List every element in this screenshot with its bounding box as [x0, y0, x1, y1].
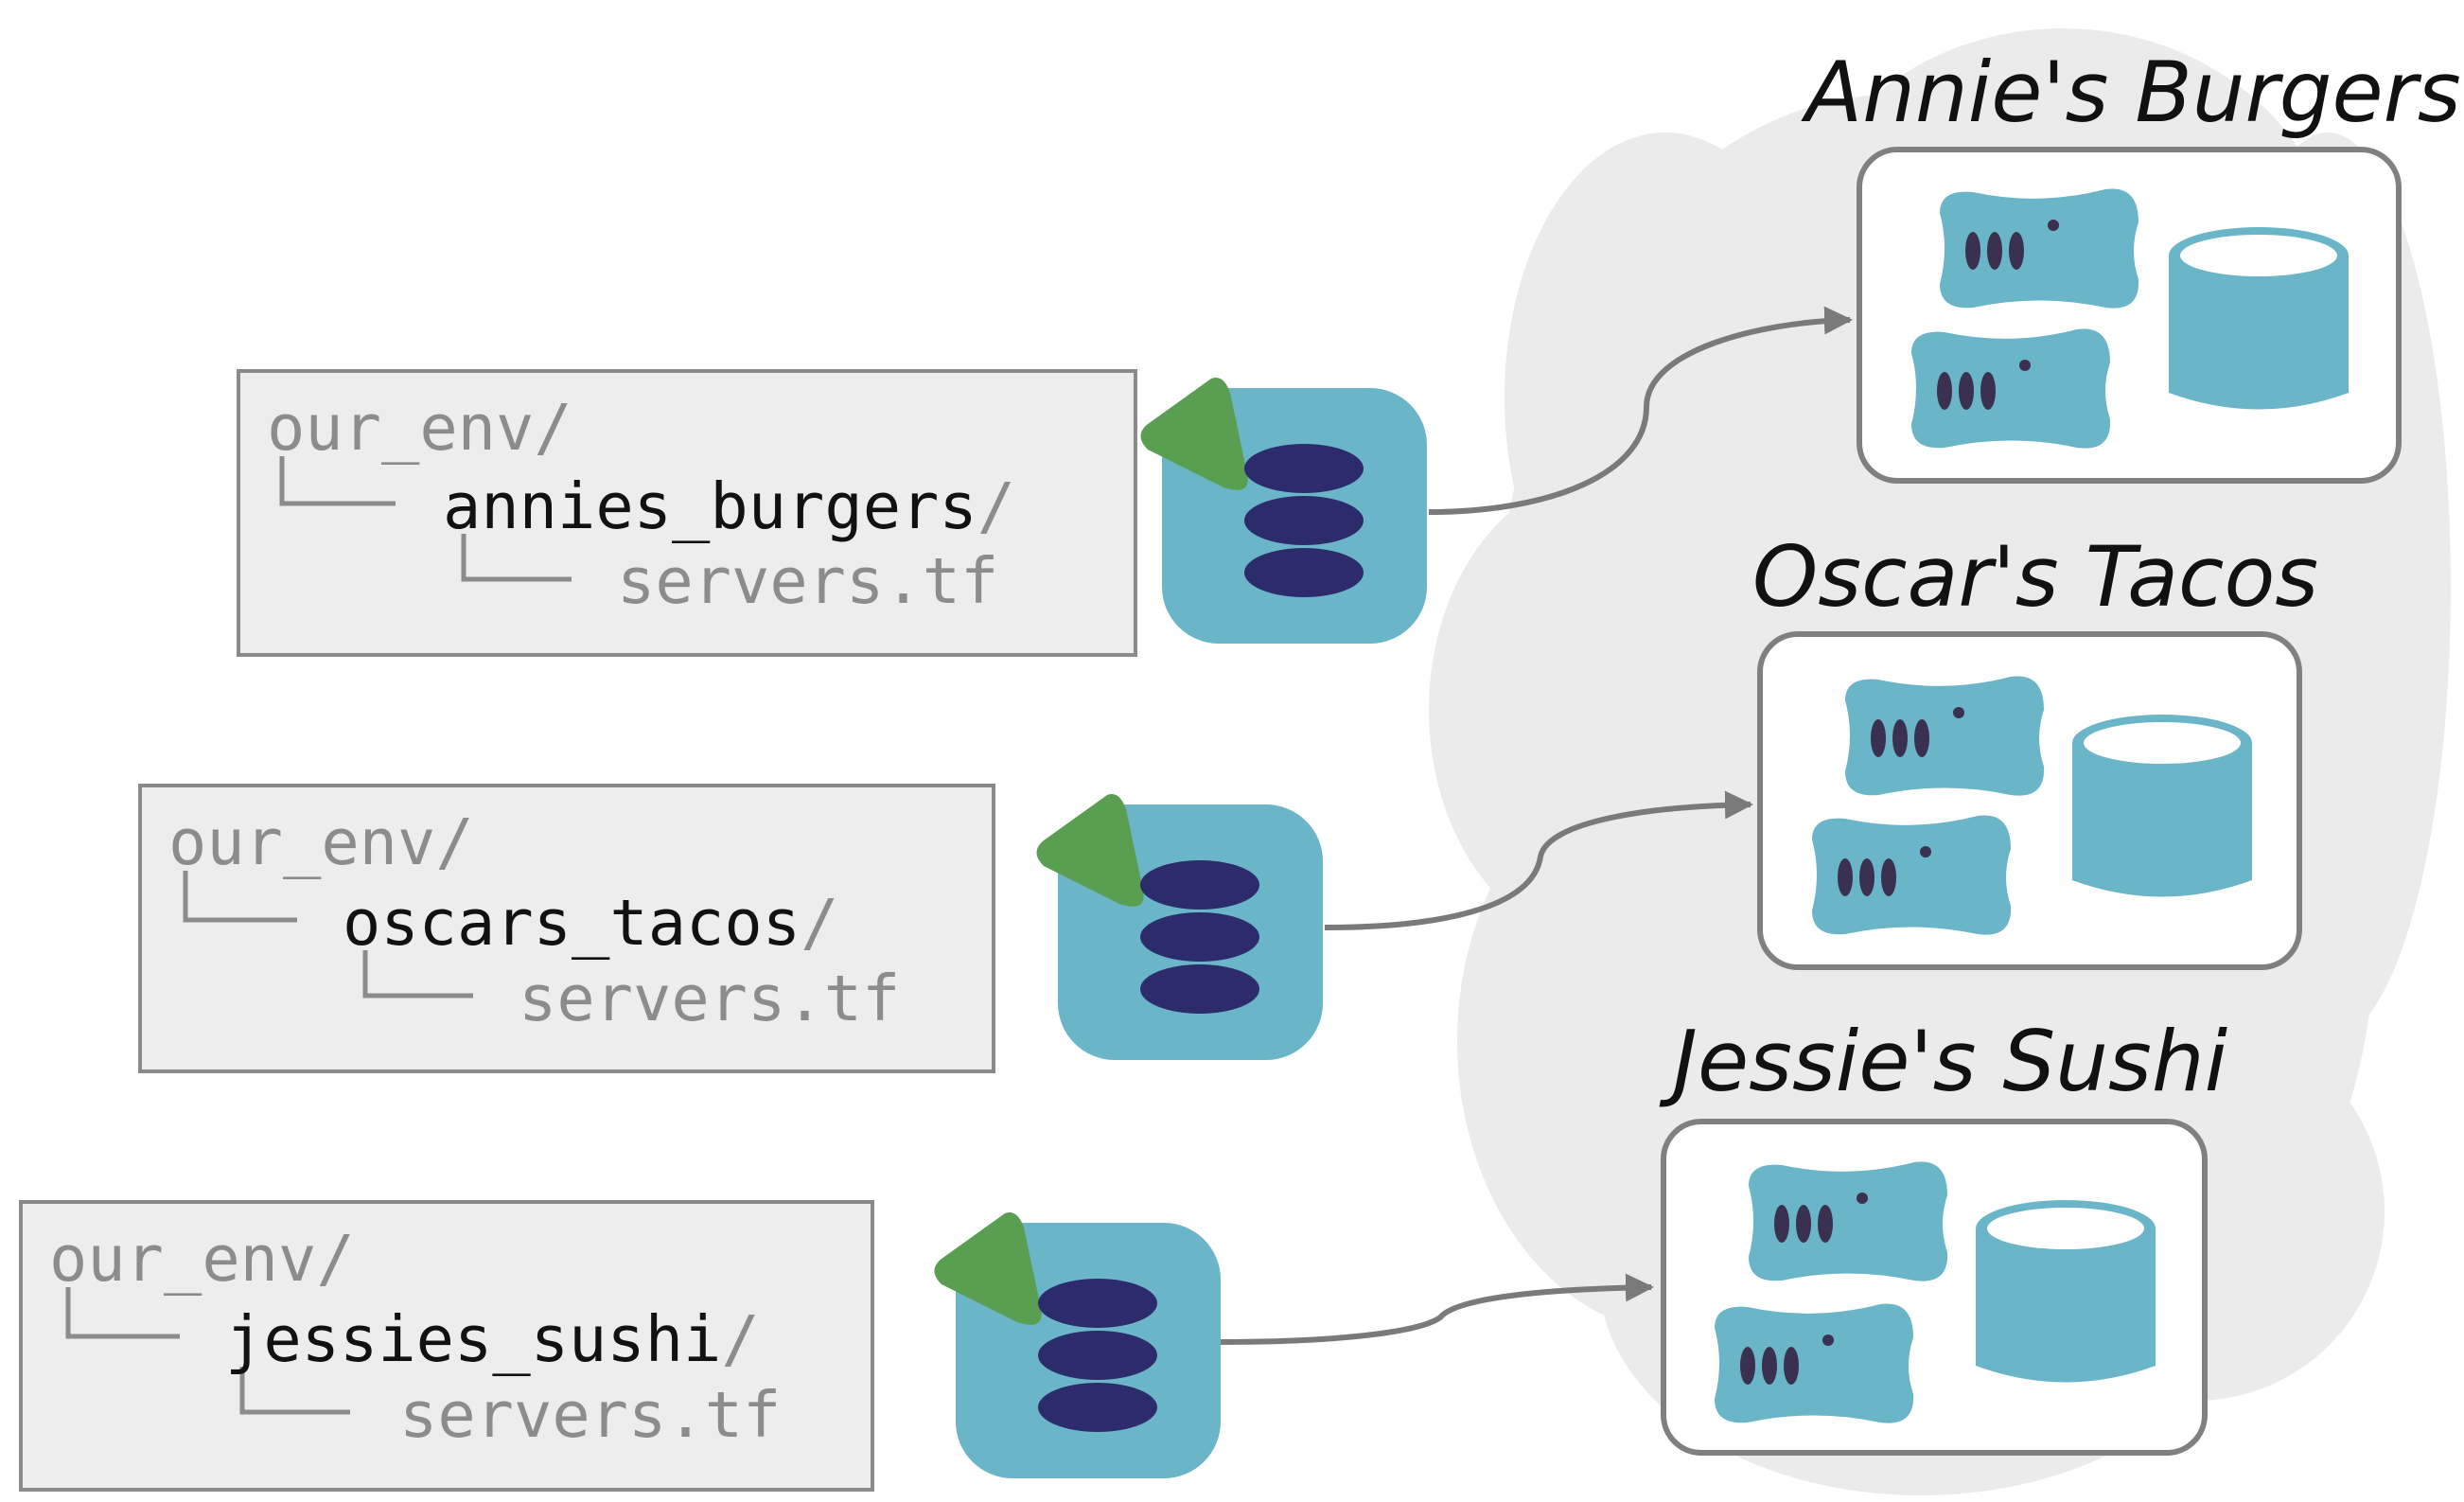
environment-box: [1661, 1119, 2208, 1456]
server-icon: [1812, 815, 2012, 935]
tree-branch-line: [183, 871, 297, 923]
file-label: servers.tf: [399, 1378, 781, 1452]
path-separator: /: [801, 886, 838, 960]
tree-branch-line: [239, 1367, 350, 1415]
environment-row: our_env/ oscars_tacos/ servers.tf Oscar'…: [138, 528, 2318, 1073]
terraform-module-icon: [1036, 794, 1323, 1060]
root-folder-label: our_env/: [267, 391, 572, 465]
server-icon: [1911, 328, 2111, 449]
server-icon: [1715, 1303, 1914, 1423]
directory-tree-box: [237, 369, 1137, 657]
path-separator: /: [721, 1302, 759, 1376]
subfolder-label: jessies_sushi/: [225, 1302, 760, 1376]
terraform-module-icon: [1140, 378, 1427, 644]
tree-branch-line: [279, 456, 396, 506]
environment-title: Jessie's Sushi: [1659, 1013, 2228, 1110]
server-icon: [1749, 1161, 1948, 1281]
environment-row: our_env/ annies_burgers/ servers.tf Anni…: [237, 44, 2461, 657]
tree-branch-line: [362, 950, 473, 998]
subfolder-name: oscars_tacos: [343, 886, 801, 960]
subfolder-name: jessies_sushi: [225, 1302, 721, 1376]
path-separator: /: [977, 469, 1015, 543]
terraform-module-icon: [934, 1212, 1221, 1478]
directory-tree: our_env/ oscars_tacos/ servers.tf: [138, 784, 995, 1073]
database-icon: [1976, 1200, 2156, 1383]
tree-branch-line: [65, 1287, 180, 1339]
directory-tree-box: [19, 1200, 874, 1492]
environment-row: our_env/ jessies_sushi/ servers.tf Jessi…: [19, 1013, 2228, 1492]
deploy-arrow: [1220, 1273, 1654, 1345]
subfolder-name: annies_burgers: [443, 469, 977, 543]
directory-tree: our_env/ jessies_sushi/ servers.tf: [19, 1200, 874, 1492]
directory-tree: our_env/ annies_burgers/ servers.tf: [237, 369, 1137, 657]
deploy-arrow: [1428, 306, 1853, 515]
tree-branch-line: [461, 534, 572, 582]
file-label: servers.tf: [617, 544, 998, 618]
server-icon: [1845, 676, 2045, 796]
deploy-arrow: [1324, 790, 1753, 930]
database-icon: [2169, 227, 2349, 410]
directory-tree-box: [138, 784, 995, 1073]
root-folder-label: our_env/: [168, 805, 474, 879]
server-icon: [1940, 188, 2139, 309]
database-icon: [2072, 715, 2252, 897]
environment-title: Oscar's Tacos: [1752, 528, 2318, 626]
file-label: servers.tf: [519, 962, 900, 1035]
subfolder-label: annies_burgers/: [443, 469, 1015, 543]
environment-box: [1857, 147, 2402, 484]
root-folder-label: our_env/: [49, 1222, 355, 1296]
subfolder-label: oscars_tacos/: [343, 886, 838, 960]
environment-box: [1757, 631, 2302, 970]
environment-title: Annie's Burgers: [1801, 44, 2461, 141]
